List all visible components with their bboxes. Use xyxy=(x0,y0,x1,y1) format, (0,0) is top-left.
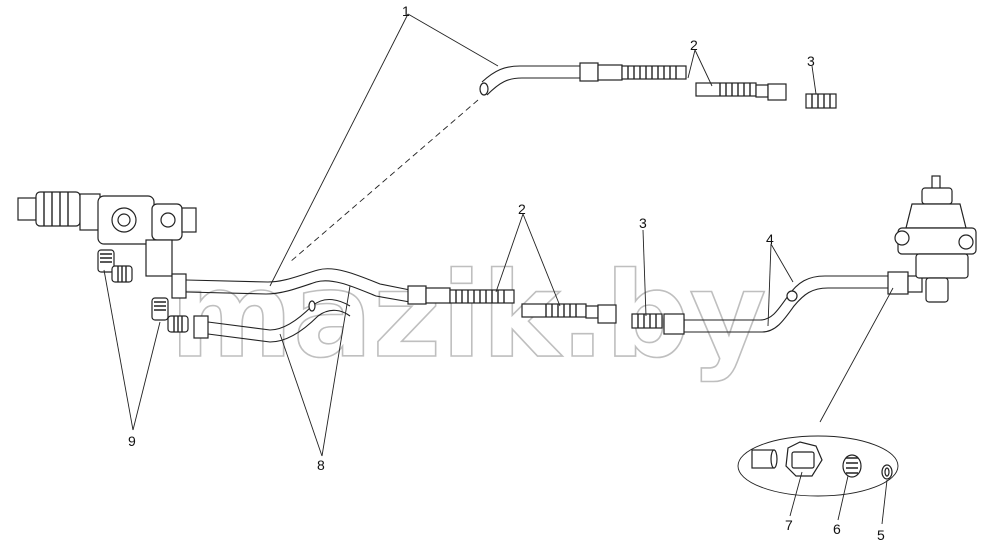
callout-4: 4 xyxy=(766,231,774,247)
leader-lines xyxy=(103,13,888,525)
right-valve xyxy=(894,175,977,303)
left-valve xyxy=(17,191,197,277)
fitting-detail xyxy=(737,287,899,497)
callout-8: 8 xyxy=(317,457,325,473)
callout-1: 1 xyxy=(402,3,410,19)
callout-6: 6 xyxy=(833,521,841,537)
upper-pipe-assembly xyxy=(479,62,837,109)
callout-5: 5 xyxy=(877,527,885,543)
callout-7: 7 xyxy=(785,517,793,533)
elbow-fitting-lower xyxy=(151,297,189,333)
callout-3-mid: 3 xyxy=(639,215,647,231)
lower-pipe-right xyxy=(684,271,923,333)
callout-9: 9 xyxy=(128,433,136,449)
callout-3-top: 3 xyxy=(807,53,815,69)
detail-ellipse xyxy=(737,435,899,497)
callout-2-top: 2 xyxy=(690,37,698,53)
callout-2-mid: 2 xyxy=(518,201,526,217)
lower-hose xyxy=(407,285,685,335)
detail-pointer xyxy=(819,287,894,423)
elbow-fitting-upper xyxy=(97,249,133,283)
lower-pipe-left xyxy=(171,268,411,343)
dashed-connector xyxy=(289,99,479,263)
